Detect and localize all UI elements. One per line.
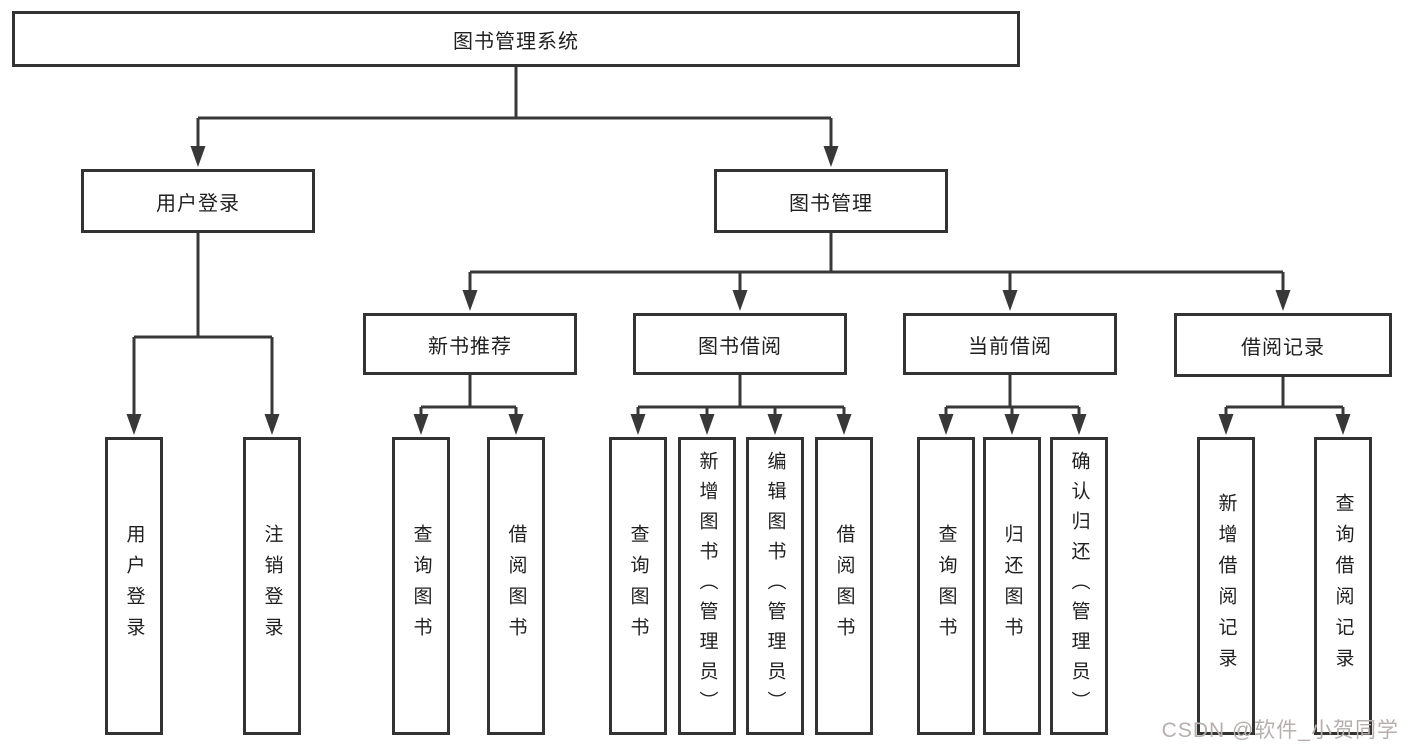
node-label: 确认归还（管理员） [1068, 451, 1090, 721]
leaf-edit-books-admin: 编辑图书（管理员） [746, 437, 804, 735]
node-label: 注销登录 [261, 524, 283, 648]
leaf-add-books-admin: 新增图书（管理员） [678, 437, 736, 735]
node-book-borrowing: 图书借阅 [633, 313, 847, 375]
leaf-borrow-books: 借阅图书 [815, 437, 873, 735]
leaf-confirm-return-admin: 确认归还（管理员） [1050, 437, 1108, 735]
node-label: 归还图书 [1001, 524, 1023, 648]
leaf-borrow-books-recommend: 借阅图书 [487, 437, 545, 735]
node-label: 新增借阅记录 [1215, 493, 1237, 679]
node-label: 借阅记录 [1241, 336, 1325, 359]
leaf-logout: 注销登录 [243, 437, 301, 735]
leaf-add-borrow-record: 新增借阅记录 [1197, 437, 1255, 735]
node-borrowing-records: 借阅记录 [1174, 313, 1392, 377]
node-label: 新书推荐 [428, 335, 512, 358]
node-label: 用户登录 [123, 524, 145, 648]
node-label: 编辑图书（管理员） [764, 451, 786, 721]
leaf-return-books: 归还图书 [983, 437, 1041, 735]
leaf-query-books-borrow: 查询图书 [609, 437, 667, 735]
node-current-borrowing: 当前借阅 [903, 313, 1117, 375]
node-root-library-system: 图书管理系统 [12, 11, 1020, 67]
node-label: 查询图书 [627, 524, 649, 648]
node-label: 新增图书（管理员） [696, 451, 718, 721]
node-label: 借阅图书 [505, 524, 527, 648]
csdn-watermark: CSDN @软件_小贺同学 [1161, 719, 1399, 742]
node-label: 当前借阅 [968, 335, 1052, 358]
leaf-query-borrow-record: 查询借阅记录 [1314, 437, 1372, 735]
leaf-query-books-recommend: 查询图书 [392, 437, 450, 735]
node-label: 借阅图书 [833, 524, 855, 648]
leaf-user-login: 用户登录 [105, 437, 163, 735]
node-label: 查询借阅记录 [1332, 493, 1354, 679]
node-label: 用户登录 [156, 192, 240, 215]
node-book-management-branch: 图书管理 [714, 169, 948, 233]
node-label: 图书管理 [789, 192, 873, 215]
node-label: 查询图书 [935, 524, 957, 648]
node-label: 图书借阅 [698, 335, 782, 358]
leaf-query-books-current: 查询图书 [917, 437, 975, 735]
node-label: 图书管理系统 [453, 30, 579, 53]
node-user-login-branch: 用户登录 [81, 169, 315, 233]
node-new-book-recommend: 新书推荐 [363, 313, 577, 375]
node-label: 查询图书 [410, 524, 432, 648]
